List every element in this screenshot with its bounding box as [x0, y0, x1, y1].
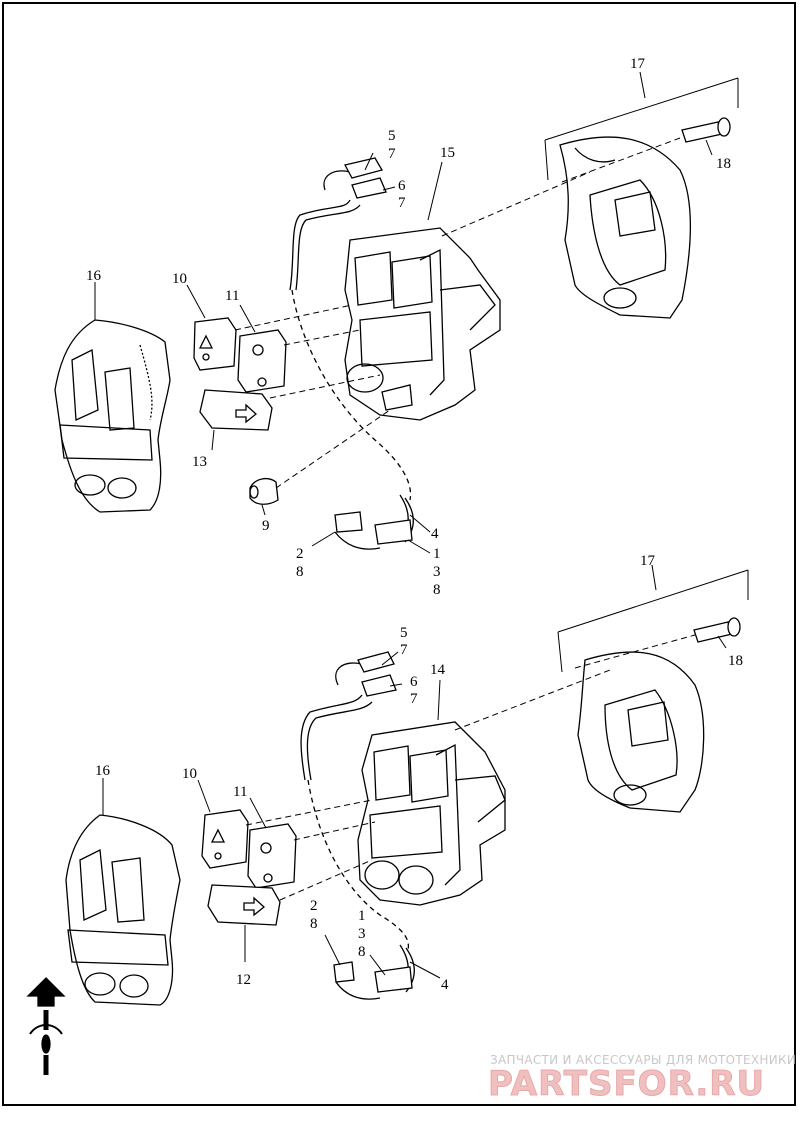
callout-bottom-4: 4	[441, 977, 449, 993]
callout-top-1: 1	[433, 546, 441, 562]
switch-assembly-top	[344, 227, 501, 421]
callout-top-10: 10	[172, 271, 187, 287]
front-direction-arrow-icon	[26, 977, 66, 1007]
callout-bottom-6: 6	[410, 674, 418, 690]
callout-top-17: 17	[630, 56, 646, 72]
callout-bottom-7a: 7	[400, 642, 408, 658]
end-cap-top	[249, 477, 279, 505]
leader-lines-top	[94, 71, 739, 554]
hazard-button-bottom	[201, 809, 249, 869]
callout-bottom-3: 3	[358, 926, 366, 942]
turn-arrow-icon	[235, 403, 258, 424]
callout-bottom-18: 18	[728, 653, 743, 669]
callout-bottom-11: 11	[233, 784, 247, 800]
callout-top-5: 5	[388, 128, 396, 144]
turn-button-top	[199, 389, 273, 431]
callouts-bottom: 5 7 6 7 14 16 10 11 12 2 8 1 3 8 4 17 18	[95, 553, 743, 993]
turn-arrow-icon	[243, 896, 266, 917]
hazard-button-top	[193, 317, 237, 371]
orientation-indicator	[26, 977, 66, 1075]
callout-top-8a: 8	[296, 564, 304, 580]
switch-assembly-bottom	[357, 721, 506, 906]
hazard-triangle-icon	[198, 334, 214, 349]
watermark-logo: PARTSFOR.RU	[487, 1064, 766, 1105]
watermark-tagline: ЗАПЧАСТИ И АКСЕССУАРЫ ДЛЯ МОТОТЕХНИКИ	[490, 1053, 797, 1067]
callout-top-9: 9	[262, 518, 270, 534]
screw-bottom	[693, 617, 741, 643]
leader-lines-bottom	[102, 564, 749, 979]
callout-top-18: 18	[716, 156, 731, 172]
switch-housing-lower-top	[54, 319, 171, 513]
callouts-top: 5 7 6 7 15 16 10 11 13 9 4 2 8 1 3 8 17 …	[86, 56, 731, 598]
handlebar-icon	[29, 1010, 63, 1075]
callout-top-11: 11	[225, 288, 239, 304]
callout-bottom-10: 10	[182, 766, 197, 782]
callout-top-15: 15	[440, 145, 455, 161]
callout-top-6: 6	[398, 178, 406, 194]
assembly-lines-top	[234, 137, 681, 489]
callout-bottom-7b: 7	[410, 691, 418, 707]
diagram-frame	[2, 2, 796, 1106]
cruise-button-top	[237, 329, 287, 393]
wiring-top	[289, 157, 414, 550]
callout-bottom-12: 12	[236, 972, 251, 988]
callout-top-16: 16	[86, 268, 102, 284]
bottom-assembly	[65, 564, 749, 1006]
switch-housing-upper-top	[559, 136, 692, 319]
callout-top-4: 4	[431, 526, 439, 542]
screw-top	[681, 117, 731, 143]
switch-housing-lower-bottom	[65, 814, 181, 1006]
callout-bottom-14: 14	[430, 662, 446, 678]
top-assembly	[54, 71, 739, 554]
callout-bottom-16: 16	[95, 763, 111, 779]
assembly-lines-bottom	[245, 634, 696, 901]
callout-top-2: 2	[296, 546, 304, 562]
cruise-button-bottom	[247, 823, 297, 889]
callout-bottom-5: 5	[400, 625, 408, 641]
callout-top-7b: 7	[398, 195, 406, 211]
callout-bottom-17: 17	[640, 553, 656, 569]
callout-top-8b: 8	[433, 582, 441, 598]
callout-bottom-2: 2	[310, 898, 318, 914]
callout-top-3: 3	[433, 564, 441, 580]
turn-button-bottom	[207, 884, 281, 926]
callout-top-13: 13	[192, 454, 207, 470]
callout-top-7a: 7	[388, 146, 396, 162]
hazard-triangle-icon	[210, 828, 226, 843]
switch-housing-upper-bottom	[577, 651, 705, 813]
callout-bottom-1: 1	[358, 908, 366, 924]
callout-bottom-8a: 8	[310, 916, 318, 932]
callout-bottom-8b: 8	[358, 944, 366, 960]
